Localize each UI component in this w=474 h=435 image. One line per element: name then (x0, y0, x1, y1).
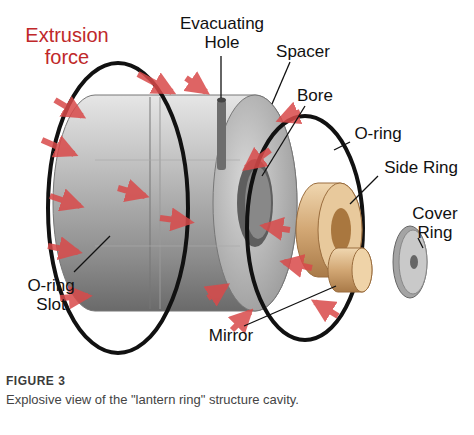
part-label: Bore (290, 86, 340, 105)
part-label: Spacer (268, 42, 338, 61)
part-label: Mirror (196, 326, 266, 345)
part-label: O-ring Slot (16, 276, 86, 314)
figure-caption: Explosive view of the "lantern ring" str… (6, 392, 466, 407)
part-label: Cover Ring (404, 204, 466, 242)
force-label: Extrusion force (12, 24, 122, 68)
part-label: Side Ring (376, 158, 466, 177)
figure-number: FIGURE 3 (6, 374, 65, 388)
part-label: O-ring (346, 124, 410, 143)
part-label: Evacuating Hole (176, 14, 268, 52)
